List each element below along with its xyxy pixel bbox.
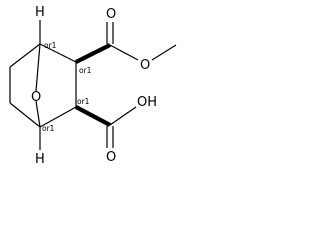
atom-bridge-oxygen: O <box>31 90 41 105</box>
atom-ester-oxygen: O <box>140 58 150 73</box>
bold-bond-c2-ester <box>75 43 111 64</box>
bond-skeleton <box>9 20 177 150</box>
bond-c1-c2 <box>39 43 77 63</box>
bold-bond-c3-acid <box>75 105 111 127</box>
atom-acid-carbonyl-oxygen: O <box>106 150 116 165</box>
atom-ester-carbonyl-oxygen: O <box>106 7 116 22</box>
bond-c1-o <box>35 43 41 92</box>
bond-ester-o-methyl <box>151 44 177 61</box>
bond-acid-c-oh <box>109 106 137 126</box>
bond-c1-c6 <box>9 43 41 68</box>
stereo-label-c3: or1 <box>77 97 90 106</box>
atom-h-bottom: H <box>35 152 45 167</box>
stereo-label-c2: or1 <box>79 66 92 75</box>
bond-o-c4 <box>35 100 41 128</box>
atom-h-top: H <box>35 5 45 20</box>
stereo-labels: or1 or1 or1 or1 <box>42 41 92 133</box>
stereo-bonds <box>75 43 111 127</box>
bond-c3-c4 <box>39 106 77 128</box>
bond-ester-c-o-single <box>109 44 139 61</box>
stereo-label-c1: or1 <box>44 41 57 50</box>
norbornane-structure-diagram: H H O O O O OH or1 or1 or1 or1 <box>9 5 177 167</box>
stereo-label-c4: or1 <box>42 124 55 133</box>
atom-acid-hydroxyl: OH <box>137 95 157 110</box>
atom-labels: H H O O O O OH <box>31 5 157 167</box>
bond-c5-c4 <box>9 102 41 128</box>
